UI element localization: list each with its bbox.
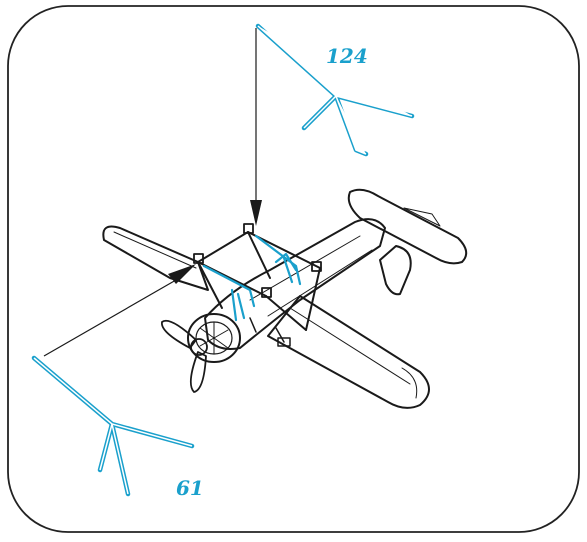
part-number-label-61: 61 xyxy=(176,476,204,500)
right-wing xyxy=(267,295,430,409)
tail-plane xyxy=(347,188,468,265)
arrow-61 xyxy=(168,264,196,284)
propeller xyxy=(161,319,208,393)
tail-fin xyxy=(379,245,412,296)
leader-line-61 xyxy=(43,279,177,357)
fuselage xyxy=(204,218,386,350)
part-number-label-124: 124 xyxy=(326,44,368,68)
engine-cowling xyxy=(187,313,241,363)
frame-border xyxy=(7,5,580,533)
left-wing xyxy=(102,225,209,291)
part-61-drawing xyxy=(31,355,195,497)
leader-lines xyxy=(43,28,262,357)
arrow-124 xyxy=(250,200,262,226)
aircraft-drawing xyxy=(102,188,468,409)
part-124-drawing xyxy=(255,23,415,157)
installed-parts xyxy=(202,234,302,322)
